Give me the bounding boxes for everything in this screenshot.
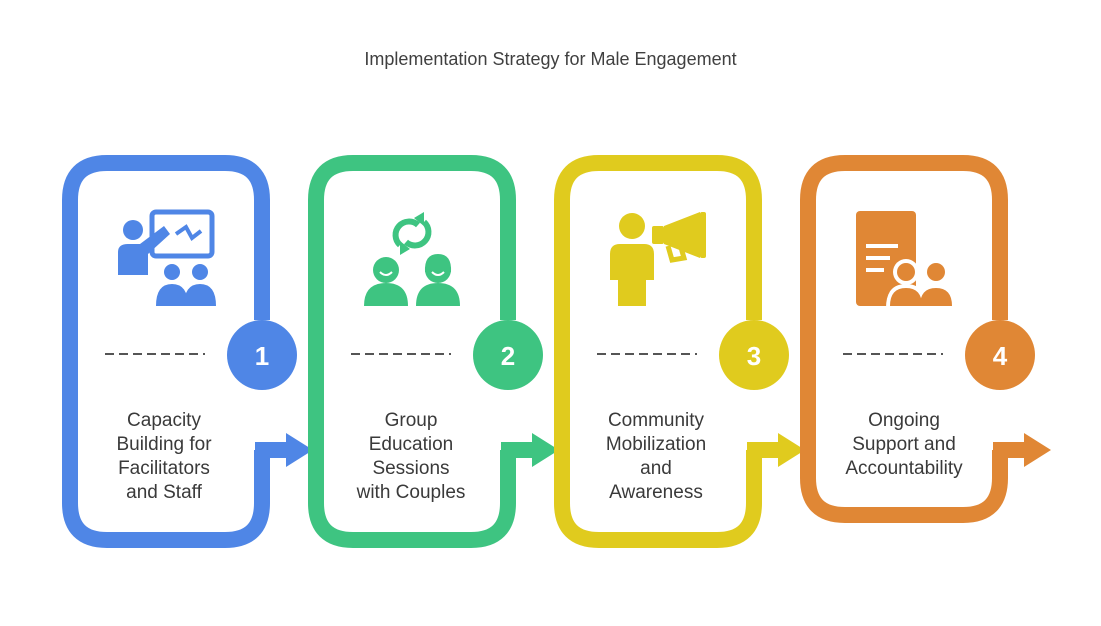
step-1-label: Capacity Building for Facilitators and S…: [94, 409, 234, 505]
step-3-arrow: [747, 433, 805, 467]
step-4-label-line: Ongoing: [868, 410, 940, 431]
step-1-label-line: Building for: [116, 434, 212, 455]
step-1-label-line: Capacity: [127, 410, 201, 431]
step-4-number: 4: [993, 341, 1008, 371]
step-2-number: 2: [501, 341, 515, 371]
step-1: 1: [62, 155, 313, 548]
step-3-label-line: and: [640, 458, 672, 479]
step-3-badge: [719, 320, 789, 390]
step-3-label-line: Awareness: [609, 482, 703, 503]
step-1-frame: [62, 155, 270, 548]
step-2-arrow: [501, 433, 559, 467]
step-4: 4: [800, 155, 1051, 523]
step-2-label: Group Education Sessions with Couples: [341, 409, 481, 505]
step-1-label-line: Facilitators: [118, 458, 210, 479]
step-3-number: 3: [747, 341, 761, 371]
step-4-label: Ongoing Support and Accountability: [834, 409, 974, 481]
megaphone-person-icon: [610, 212, 706, 306]
step-4-frame: [800, 155, 1008, 523]
step-3-frame: [554, 155, 762, 548]
document-people-icon: [856, 211, 952, 308]
step-3-label-line: Mobilization: [605, 434, 707, 455]
diagram-title: Implementation Strategy for Male Engagem…: [364, 49, 737, 69]
step-3: 3: [554, 155, 805, 548]
step-1-number: 1: [255, 341, 269, 371]
step-1-label-line: and Staff: [126, 482, 202, 503]
trainer-presentation-icon: [118, 209, 216, 306]
step-2: 2: [308, 155, 559, 548]
step-4-label-line: Support and: [852, 434, 956, 455]
step-4-label-line: Accountability: [845, 458, 963, 479]
step-2-label-line: Education: [368, 434, 454, 455]
step-3-label: Community Mobilization and Awareness: [586, 409, 726, 505]
step-2-label-line: with Couples: [356, 482, 466, 503]
step-4-arrow: [993, 433, 1051, 467]
step-2-frame: [308, 155, 516, 548]
step-1-arrow: [255, 433, 313, 467]
step-2-label-line: Sessions: [372, 458, 450, 479]
step-3-label-line: Community: [607, 410, 705, 431]
couple-exchange-icon: [364, 212, 460, 306]
step-4-badge: [965, 320, 1035, 390]
step-2-badge: [473, 320, 543, 390]
step-2-label-line: Group: [384, 410, 438, 431]
step-1-badge: [227, 320, 297, 390]
